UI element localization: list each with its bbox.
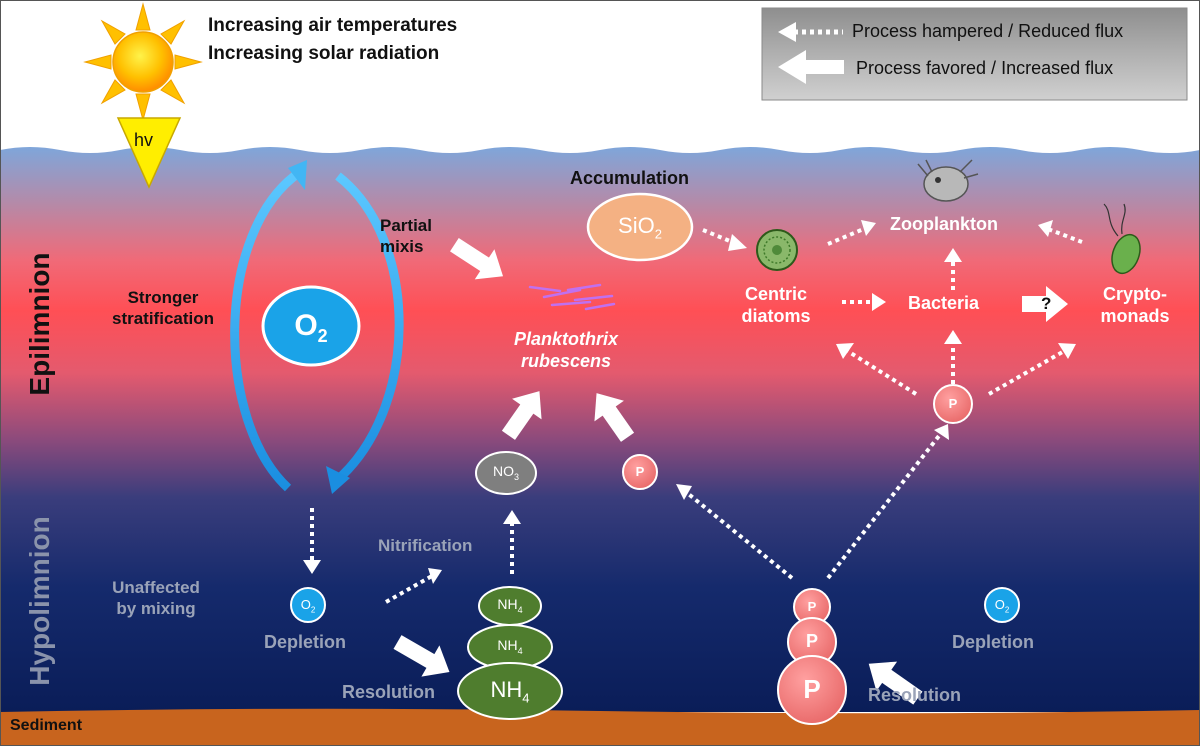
dotted-arrows <box>310 226 1083 604</box>
hv-triangle <box>116 117 182 189</box>
unaffected-label: Unaffected by mixing <box>96 578 216 619</box>
planktothrix-genus: Planktothrix <box>513 329 619 349</box>
no3-bubble <box>475 451 537 495</box>
sio2-label: SiO2 <box>618 213 662 242</box>
depletion-left-label: Depletion <box>264 632 347 652</box>
header-line-solar: Increasing solar radiation <box>208 43 440 64</box>
sediment-layer <box>0 708 1200 746</box>
o2-small-right-label: O2 <box>994 597 1010 615</box>
unaffected-line-1: Unaffected <box>112 578 200 597</box>
p-stack-big-bubble <box>777 655 847 725</box>
epilimnion-label: Epilimnion <box>24 252 55 396</box>
no3-label: NO3 <box>492 463 519 482</box>
sediment-label: Sediment <box>10 717 83 734</box>
resolution-left-label: Resolution <box>342 682 435 702</box>
accumulation-label: Accumulation <box>570 168 690 188</box>
stratification-line-1: Stronger <box>127 288 199 307</box>
bacteria-label: Bacteria <box>908 293 980 313</box>
o2-main-bubble <box>261 285 361 367</box>
centric-diatoms-label: Centric diatoms <box>724 284 828 328</box>
solid-arrows <box>393 237 1068 705</box>
cryptomonad-icon <box>1103 203 1141 275</box>
p-stack-big-label: P <box>803 674 821 704</box>
p-stack-mid-label: P <box>805 631 818 651</box>
nh4-big-label: NH4 <box>490 677 530 706</box>
cryptomonads-line-1: Crypto- <box>1103 284 1167 304</box>
o2-small-left-label: O2 <box>300 597 316 615</box>
hv-label: hv <box>134 130 154 150</box>
nh4-top-label: NH4 <box>497 596 523 615</box>
zooplankton-icon <box>917 159 979 202</box>
planktothrix-filaments <box>528 283 616 311</box>
nh4-big-bubble <box>457 662 563 720</box>
partial-mixis-line-2: mixis <box>380 236 424 256</box>
header-line-air-temp: Increasing air temperatures <box>208 15 458 36</box>
centric-diatom-icon <box>756 229 798 271</box>
hypolimnion-label: Hypolimnion <box>24 516 55 686</box>
legend-solid-arrow <box>778 50 844 84</box>
o2-small-right-bubble <box>984 587 1020 623</box>
zooplankton-label: Zooplankton <box>890 214 998 234</box>
header-text: Increasing air temperatures Increasing s… <box>208 12 457 68</box>
p-mid-label: P <box>635 464 645 479</box>
centric-diatoms-line-1: Centric <box>744 284 807 304</box>
stratification-line-2: stratification <box>111 308 215 328</box>
partial-mixis-line-1: Partial <box>380 216 432 235</box>
planktothrix-species: rubescens <box>520 350 612 371</box>
legend-box <box>761 7 1188 101</box>
unaffected-line-2: by mixing <box>116 598 196 618</box>
partial-mixis-label: Partial mixis <box>380 216 432 257</box>
legend-favored-text: Process favored / Increased flux <box>856 58 1114 78</box>
planktothrix-label: Planktothrix rubescens <box>496 329 636 373</box>
depletion-right-label: Depletion <box>952 632 1035 652</box>
dotted-arrow-heads <box>303 220 1076 584</box>
p-mid-bubble <box>622 454 658 490</box>
resolution-right-label: Resolution <box>868 685 961 705</box>
p-stack-top-label: P <box>807 599 817 614</box>
p-epi-bubble <box>933 384 973 424</box>
question-mark-label: ? <box>1041 294 1052 313</box>
p-epi-label: P <box>948 396 958 411</box>
legend-hampered-text: Process hampered / Reduced flux <box>852 21 1124 41</box>
nitrification-label: Nitrification <box>378 536 473 555</box>
sio2-bubble <box>586 192 694 262</box>
nh4-mid-label: NH4 <box>497 637 523 656</box>
stronger-stratification-label: Stronger stratification <box>98 288 228 329</box>
mixing-arcs <box>230 160 404 494</box>
legend-dotted-arrow <box>778 22 843 42</box>
cryptomonads-label: Crypto- monads <box>1080 284 1190 328</box>
sun-icon <box>83 2 203 122</box>
cryptomonads-line-2: monads <box>1100 305 1170 326</box>
o2-main-label: O2 <box>294 309 328 346</box>
o2-small-left-bubble <box>290 587 326 623</box>
centric-diatoms-line-2: diatoms <box>741 305 811 326</box>
